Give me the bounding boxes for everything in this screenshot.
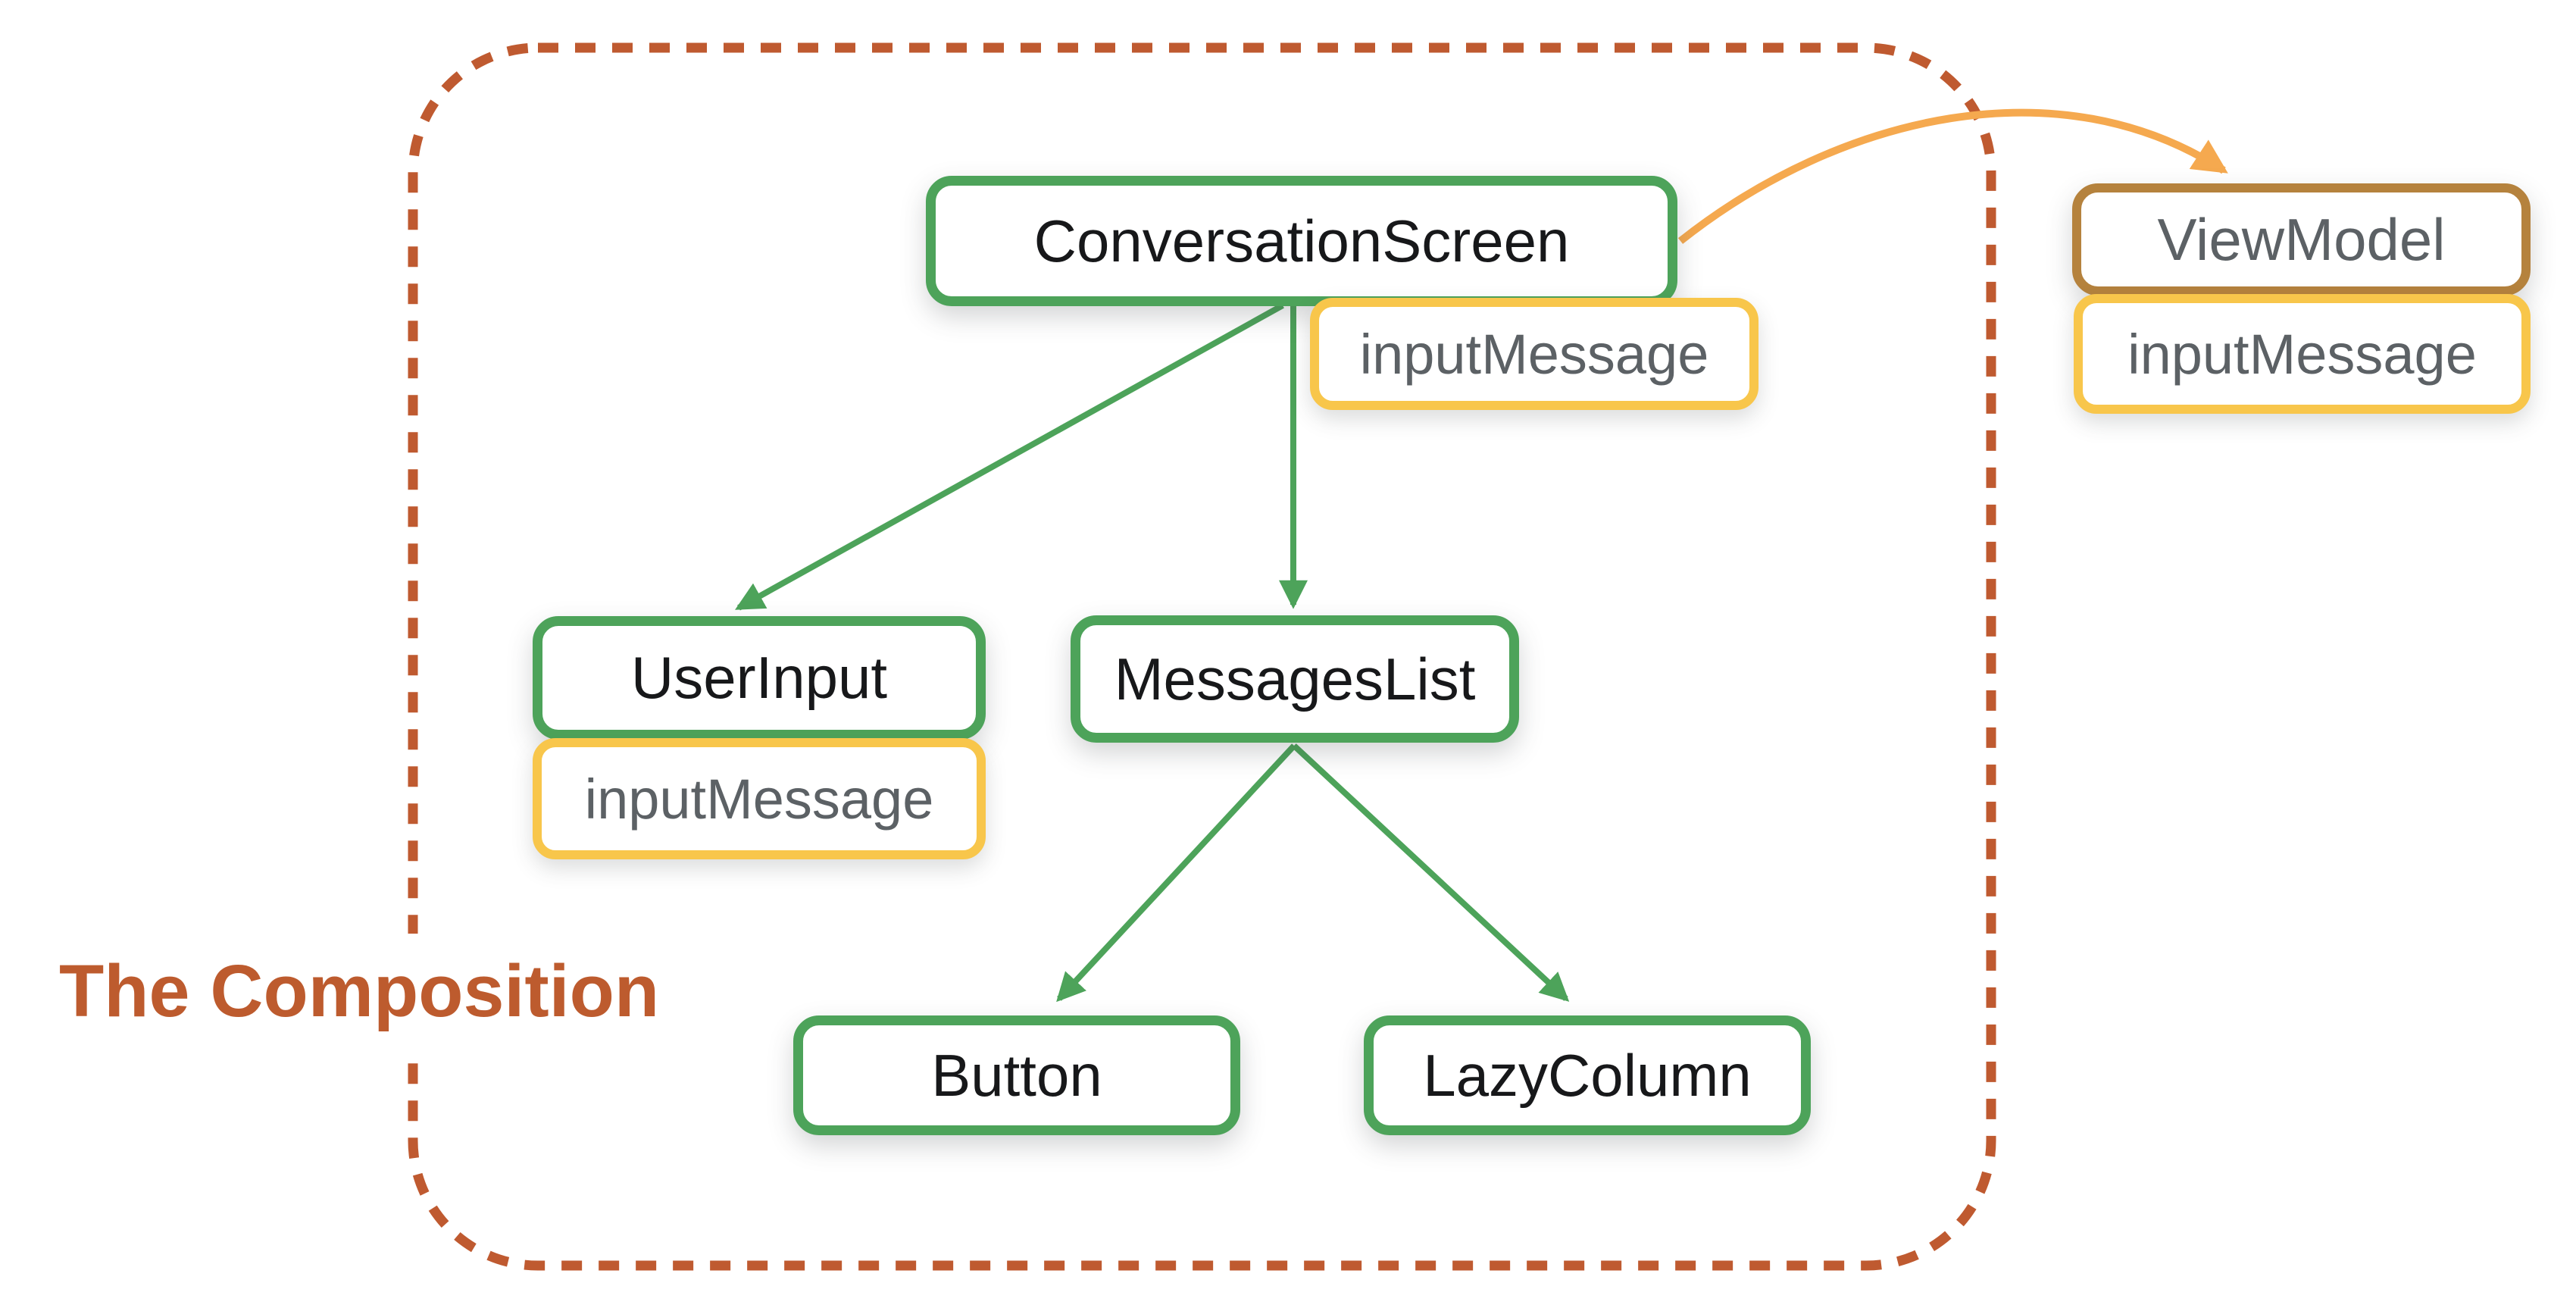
edge-messageslist-to-lazycolumn-arrow <box>1292 743 1570 1002</box>
edge-messageslist-to-button-arrow <box>1056 743 1296 1003</box>
state-badge-user-input-label: inputMessage <box>584 767 934 831</box>
state-badge-conversation-screen: inputMessage <box>1310 298 1758 410</box>
diagram-title: The Composition <box>59 934 680 1053</box>
node-messages-list: MessagesList <box>1071 615 1519 743</box>
node-view-model: ViewModel <box>2072 183 2531 296</box>
edge-conversationscreen-to-userinput-arrow <box>735 302 1284 611</box>
state-badge-view-model-label: inputMessage <box>2127 322 2477 386</box>
state-badge-conversation-screen-label: inputMessage <box>1359 322 1709 386</box>
node-messages-list-label: MessagesList <box>1114 645 1476 712</box>
node-user-input-label: UserInput <box>630 644 888 711</box>
composition-boundary-dashed-border <box>408 42 1996 1271</box>
node-lazy-column: LazyColumn <box>1364 1015 1811 1135</box>
node-button-label: Button <box>931 1041 1102 1109</box>
edge-conversationscreen-to-viewmodel-arrow <box>1677 108 2228 244</box>
node-conversation-screen-label: ConversationScreen <box>1033 207 1570 274</box>
state-badge-view-model: inputMessage <box>2074 294 2531 414</box>
node-conversation-screen: ConversationScreen <box>926 176 1677 306</box>
node-view-model-label: ViewModel <box>2157 205 2446 273</box>
node-user-input: UserInput <box>533 616 986 740</box>
node-button: Button <box>793 1015 1240 1135</box>
node-lazy-column-label: LazyColumn <box>1423 1041 1752 1109</box>
state-badge-user-input: inputMessage <box>533 738 986 859</box>
